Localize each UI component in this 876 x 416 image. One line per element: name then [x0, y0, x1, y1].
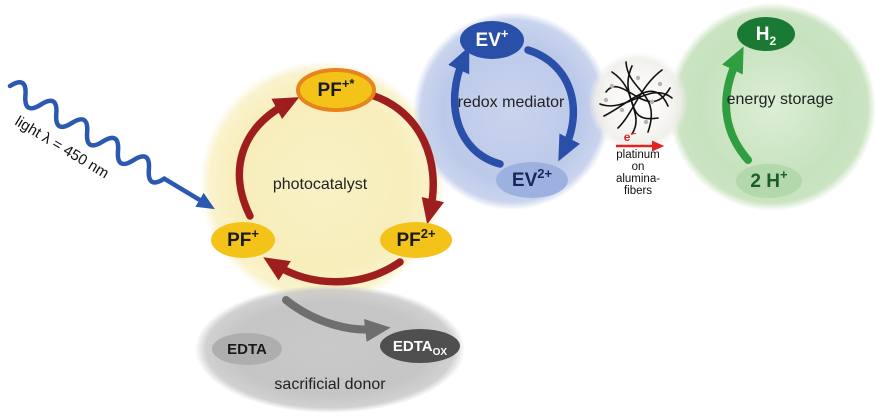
platinum-catalyst-ball	[588, 52, 688, 152]
alumina-dot	[619, 107, 625, 113]
node-pf-excited-oval	[296, 68, 376, 112]
fiber-stroke	[625, 61, 653, 133]
node-h2-label: H2	[756, 24, 777, 48]
node-pf-2plus: PF2+	[380, 222, 452, 258]
platinum-caption-line1: platinum	[616, 149, 659, 161]
node-protons-oval	[736, 164, 802, 198]
alumina-dot	[657, 81, 663, 87]
alumina-dot	[643, 119, 649, 125]
node-edta-ox-oval	[380, 329, 460, 363]
node-ev-plus-oval	[460, 21, 524, 59]
platinum-caption: platinum on alumina- fibers	[616, 149, 660, 197]
node-pf-plus-label: PF+	[227, 226, 259, 251]
arrow-pf-excitation	[235, 97, 300, 220]
arrow-pf-regeneration	[263, 257, 404, 286]
node-protons: 2 H+	[736, 164, 802, 198]
fiber-stroke	[617, 69, 663, 129]
node-pf-plus-oval	[211, 222, 275, 258]
fiber-stroke	[627, 65, 637, 135]
node-h2: H2	[737, 17, 795, 51]
redox-mediator-label: redox mediator	[458, 94, 565, 111]
platinum-caption-line4: fibers	[624, 185, 652, 197]
node-edta-label: EDTA	[227, 341, 267, 358]
sacrificial-donor-region	[195, 285, 465, 413]
node-pf-plus: PF+	[211, 222, 275, 258]
node-ev-plus: EV+	[460, 21, 524, 59]
light-arrow	[7, 80, 215, 210]
alumina-dots	[603, 75, 663, 125]
node-edta-ox: EDTAOX	[380, 329, 460, 363]
node-edta-ox-label: EDTAOX	[393, 338, 448, 358]
alumina-fibers-sketch	[599, 61, 673, 135]
node-edta-oval	[212, 333, 282, 365]
arrow-h2-evolution	[722, 46, 752, 164]
photocatalyst-label: photocatalyst	[273, 176, 368, 193]
energy-storage-label: energy storage	[727, 91, 834, 108]
node-ev-2plus-label: EV2+	[512, 166, 553, 191]
node-ev-2plus: EV2+	[496, 162, 568, 198]
node-pf-2plus-oval	[380, 222, 452, 258]
node-pf-2plus-label: PF2+	[396, 226, 436, 251]
arrow-ev-oxidation	[524, 46, 580, 162]
alumina-dot	[609, 83, 615, 89]
platinum-caption-line2: on	[632, 161, 645, 173]
arrow-pf-electron-transfer	[370, 92, 445, 225]
light-label: light λ = 450 nm	[12, 113, 112, 182]
node-pf-excited: PF+*	[296, 68, 376, 112]
node-pf-excited-label: PF+*	[318, 76, 356, 101]
platinum-caption-line3: alumina-	[616, 173, 660, 185]
light-wave-path	[7, 80, 215, 210]
energy-storage-region	[668, 3, 876, 211]
electron-label: e−	[624, 129, 637, 144]
alumina-dot	[649, 99, 655, 105]
arrow-donor-oxidation	[282, 296, 391, 342]
alumina-dot	[603, 97, 609, 103]
light-label-group: light λ = 450 nm	[12, 113, 112, 182]
node-h2-oval	[737, 17, 795, 51]
node-edta: EDTA	[212, 333, 282, 365]
alumina-dot	[635, 75, 641, 81]
node-ev-2plus-oval	[496, 162, 568, 198]
sacrificial-donor-label: sacrificial donor	[274, 376, 386, 393]
arrow-ev-reduction	[448, 46, 504, 168]
node-protons-label: 2 H+	[750, 167, 788, 192]
node-ev-plus-label: EV+	[476, 26, 509, 51]
